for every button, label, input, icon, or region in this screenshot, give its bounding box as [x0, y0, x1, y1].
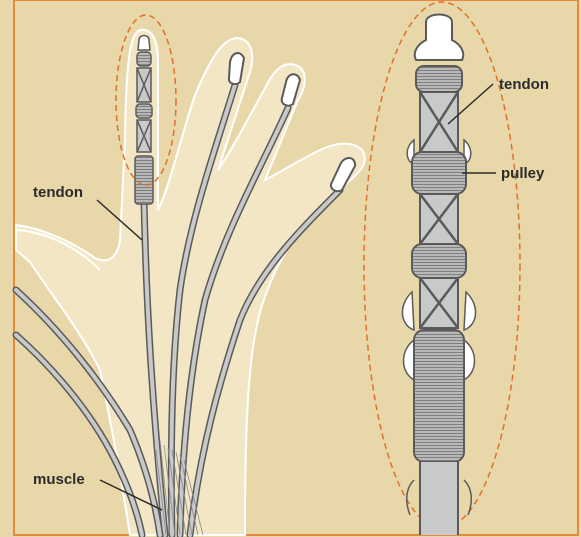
index-finger-pulleys [135, 36, 153, 205]
pulley-label: pulley [501, 165, 545, 182]
closeup-tendon-base [420, 462, 458, 535]
closeup-pulley-4 [414, 330, 464, 462]
closeup-pulley-3 [412, 244, 466, 278]
closeup-pulley-2 [412, 152, 466, 194]
tendon-label-left: tendon [33, 184, 83, 201]
tendon-label-right: tendon [499, 76, 549, 93]
closeup-pulley-1 [416, 66, 462, 92]
muscle-label: muscle [33, 471, 85, 488]
